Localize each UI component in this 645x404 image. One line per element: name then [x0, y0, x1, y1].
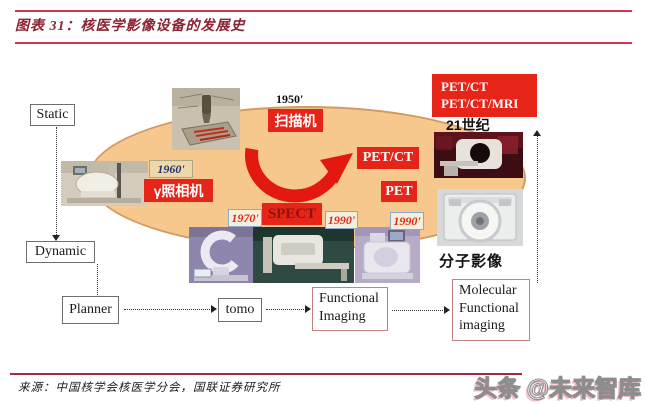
stage-planner-box: Planner: [62, 296, 119, 324]
header-bottom-rule: [15, 42, 632, 44]
functional-line1: Functional: [319, 291, 379, 306]
connector-tomo-functional: [266, 309, 306, 310]
stage-molecular-box: Molecular Functional imaging: [452, 279, 530, 341]
year-1960-chip: 1960': [149, 160, 193, 178]
header-top-rule: [15, 10, 632, 12]
functional-line2: Imaging: [319, 308, 366, 324]
gamma-camera-photo: [61, 161, 148, 206]
molecular-line2: Functional: [459, 300, 519, 316]
year-1970-chip: 1970': [228, 209, 262, 227]
connector-planner-tomo: [124, 309, 212, 310]
future-era-line1: PET/CT: [441, 78, 488, 94]
petct-era-label: PET/CT: [362, 150, 414, 165]
arrow-right-icon: [211, 305, 217, 313]
footer-rule: [10, 373, 522, 375]
stage-static-label: Static: [36, 107, 69, 122]
source-note: 来源：中国核学会核医学分会，国联证券研究所: [18, 382, 281, 394]
stage-dynamic-label: Dynamic: [34, 244, 87, 259]
stage-tomo-box: tomo: [218, 298, 262, 322]
arrow-up-icon: [533, 130, 541, 136]
gamma-camera-era-label: γ照相机: [153, 182, 204, 199]
year-1960-label: 1960': [157, 161, 185, 176]
petmr-scanner-photo: [437, 189, 523, 246]
petct-era-box: PET/CT: [357, 147, 419, 169]
stage-functional-box: Functional Imaging: [312, 287, 388, 331]
scanner-era-label: 扫描机: [274, 112, 317, 129]
spect-gantry-photo-3: [355, 227, 420, 283]
year-1990-spect-label: 1990': [327, 212, 356, 227]
arrow-down-icon: [52, 235, 60, 241]
figure-title: 图表 31：核医学影像设备的发展史: [15, 19, 246, 34]
molecular-line1: Molecular: [459, 283, 517, 298]
spect-gantry-photo-2: [253, 227, 354, 283]
stage-dynamic-box: Dynamic: [26, 241, 95, 263]
stage-planner-label: Planner: [69, 302, 112, 317]
spect-era-label: SPECT: [267, 205, 317, 222]
watermark: 头条 @未来智库: [474, 375, 642, 402]
scanner-era-box: 扫描机: [268, 109, 323, 132]
arrow-right-icon: [444, 306, 450, 314]
connector-functional-molecular: [392, 310, 445, 311]
stage-tomo-label: tomo: [225, 302, 255, 317]
future-era-box: PET/CT PET/CT/MRI: [432, 74, 537, 117]
molecular-imaging-cn-label: 分子影像: [439, 253, 504, 270]
future-era-line2: PET/CT/MRI: [441, 95, 519, 111]
year-1990-spect-chip: 1990': [325, 211, 358, 229]
year-1990-pet-chip: 1990': [390, 212, 424, 230]
evolution-curved-arrow-icon: [245, 147, 353, 203]
century21-label: 21世纪: [446, 117, 490, 133]
stage-static-box: Static: [30, 104, 75, 126]
year-1990-pet-label: 1990': [393, 213, 421, 228]
spect-gantry-photo-1: [189, 227, 253, 283]
year-1970-label: 1970': [231, 210, 259, 225]
connector-right-era: [537, 136, 538, 283]
pet-era-label: PET: [385, 183, 413, 199]
spect-era-box: SPECT: [262, 203, 322, 225]
arrow-right-icon: [305, 305, 311, 313]
petct-scanner-photo: [434, 132, 523, 178]
rectilinear-scanner-photo: [172, 88, 240, 150]
molecular-line3: imaging: [459, 318, 505, 333]
connector-dynamic-planner: [97, 264, 98, 295]
connector-static-dynamic: [56, 127, 57, 235]
gamma-camera-era-box: γ照相机: [144, 179, 213, 202]
pet-era-box: PET: [381, 181, 417, 202]
year-1950-label: 1950': [276, 92, 304, 106]
